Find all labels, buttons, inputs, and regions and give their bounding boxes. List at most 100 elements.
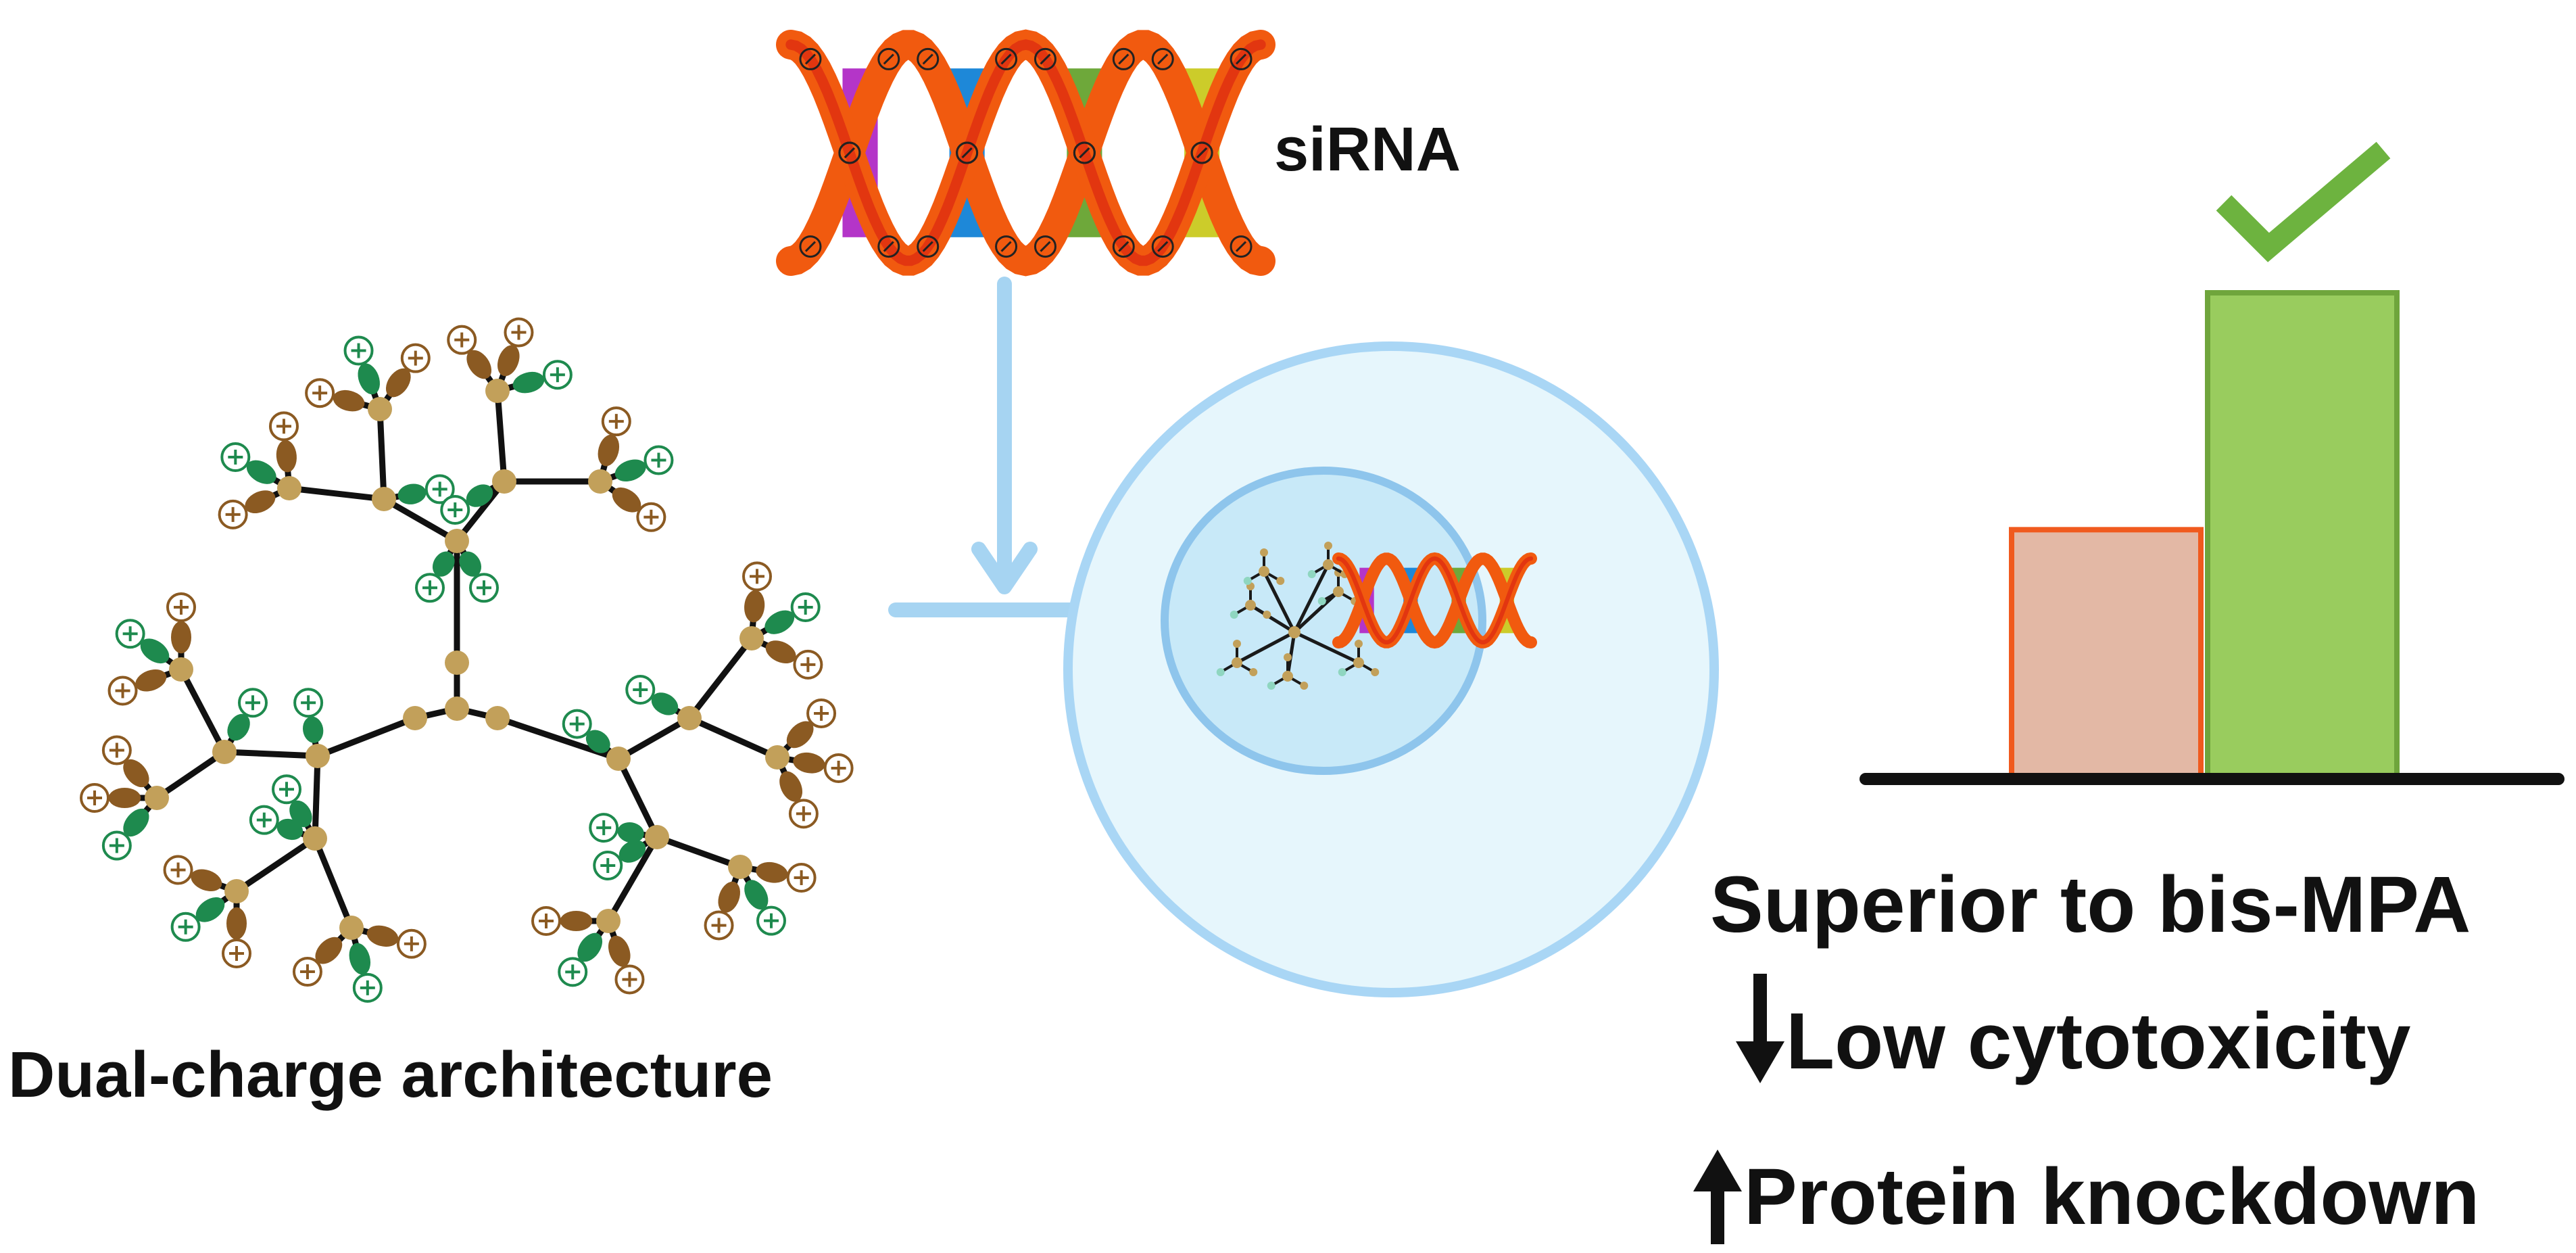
mini-node: [1288, 626, 1301, 638]
cationic-group: [497, 345, 520, 377]
mini-sirna-helix-icon: [1332, 552, 1537, 649]
negative-charge-icon: [1112, 235, 1135, 258]
negative-charge-icon: [877, 47, 900, 70]
negative-charge-icon: [1118, 53, 1129, 65]
negative-charge-icon: [1040, 53, 1051, 65]
anionic-group: [276, 818, 303, 841]
mini-node: [1307, 570, 1316, 578]
negative-charge-icon: [922, 241, 933, 252]
bond: [312, 753, 321, 842]
branch-node: [485, 706, 510, 730]
anionic-group: [289, 800, 312, 828]
anionic-group: [459, 551, 482, 577]
negative-charge-icon: [995, 235, 1018, 258]
cationic-group: [191, 869, 222, 891]
mini-dendrimer-complex: [1216, 542, 1380, 690]
cationic-group: [744, 590, 765, 623]
negative-charge-icon: [1000, 53, 1012, 65]
negative-charge-icon: [1000, 241, 1012, 252]
negative-charge-icon: [1230, 47, 1253, 70]
cationic-group: [366, 925, 399, 947]
anionic-group: [577, 932, 603, 962]
bond: [312, 835, 355, 931]
anionic-group: [432, 551, 455, 577]
bond: [494, 387, 508, 485]
negative-charge-icon: [877, 235, 900, 258]
negative-charge-icon: [1118, 241, 1129, 252]
dendrimer-nodes: [145, 379, 789, 940]
mini-node: [1355, 640, 1363, 648]
branch-node: [403, 706, 427, 730]
mini-bond: [1293, 630, 1360, 665]
mini-node: [1230, 611, 1238, 619]
negative-charge-icon: [1034, 235, 1056, 258]
mini-node: [1267, 682, 1275, 690]
anionic-group: [123, 808, 149, 837]
negative-charge-icon: [804, 53, 817, 65]
negative-charge-icon: [799, 47, 822, 70]
branch-node: [765, 745, 789, 770]
negative-charge-icon: [1157, 241, 1169, 252]
checkmark-icon: [2216, 141, 2391, 262]
anionic-group: [617, 822, 644, 843]
cationic-group: [466, 350, 492, 379]
bond: [605, 834, 660, 924]
cationic-group: [245, 490, 276, 514]
cationic-group: [108, 788, 141, 808]
low-cytotoxicity-text: Low cytotoxicity: [1786, 997, 2410, 1086]
bond: [686, 715, 781, 761]
branch-node: [606, 747, 631, 771]
mini-node: [1317, 597, 1326, 605]
cell: [1063, 341, 1719, 997]
negative-charge-icon: [1112, 47, 1135, 70]
bond: [153, 749, 228, 801]
anionic-group: [246, 460, 276, 484]
cationic-group: [135, 669, 167, 692]
mini-node: [1245, 600, 1256, 611]
anionic-group: [618, 840, 646, 863]
cationic-group: [793, 752, 825, 774]
helix-strand: [776, 30, 1275, 277]
architecture-label: Dual-charge architecture: [8, 1039, 773, 1111]
cationic-group: [276, 440, 297, 473]
anionic-group: [585, 730, 610, 753]
mini-node: [1353, 657, 1364, 668]
bond: [454, 478, 508, 544]
mini-node: [1260, 548, 1268, 557]
sirna-helix-icon: [776, 29, 1275, 277]
bond: [654, 834, 744, 870]
mini-node: [1282, 671, 1293, 682]
branch-node: [169, 657, 193, 682]
cationic-group: [226, 907, 247, 940]
branch-node: [212, 740, 237, 764]
branch-node: [339, 916, 364, 940]
anionic-group: [651, 692, 679, 715]
anionic-group: [764, 610, 795, 634]
anionic-group: [614, 459, 646, 481]
branch-node: [372, 487, 396, 511]
anionic-group: [466, 484, 493, 507]
branch-node: [645, 825, 669, 849]
branch-node: [588, 469, 612, 494]
superior-text: Superior to bis-MPA: [1710, 860, 2471, 949]
anionic-group: [744, 880, 769, 910]
mini-bond: [1236, 630, 1296, 665]
negative-charge-icon: [883, 53, 894, 65]
mini-node: [1263, 611, 1271, 619]
helix-strand-core: [785, 39, 1266, 266]
dendrimer-lobes: [108, 345, 825, 975]
bar-dual-charge: [2205, 290, 2400, 779]
negative-charge-icon: [804, 241, 817, 252]
mini-node: [1249, 668, 1258, 676]
negative-charge-icon: [917, 235, 940, 258]
branch-node: [224, 879, 249, 903]
anionic-group: [302, 716, 324, 743]
bond: [314, 715, 418, 759]
bond: [286, 485, 387, 502]
branch-node: [368, 397, 392, 421]
helix-strand: [1332, 552, 1537, 649]
negative-charge-icon: [1151, 47, 1174, 70]
mini-node: [1371, 668, 1380, 676]
bond: [233, 835, 318, 895]
